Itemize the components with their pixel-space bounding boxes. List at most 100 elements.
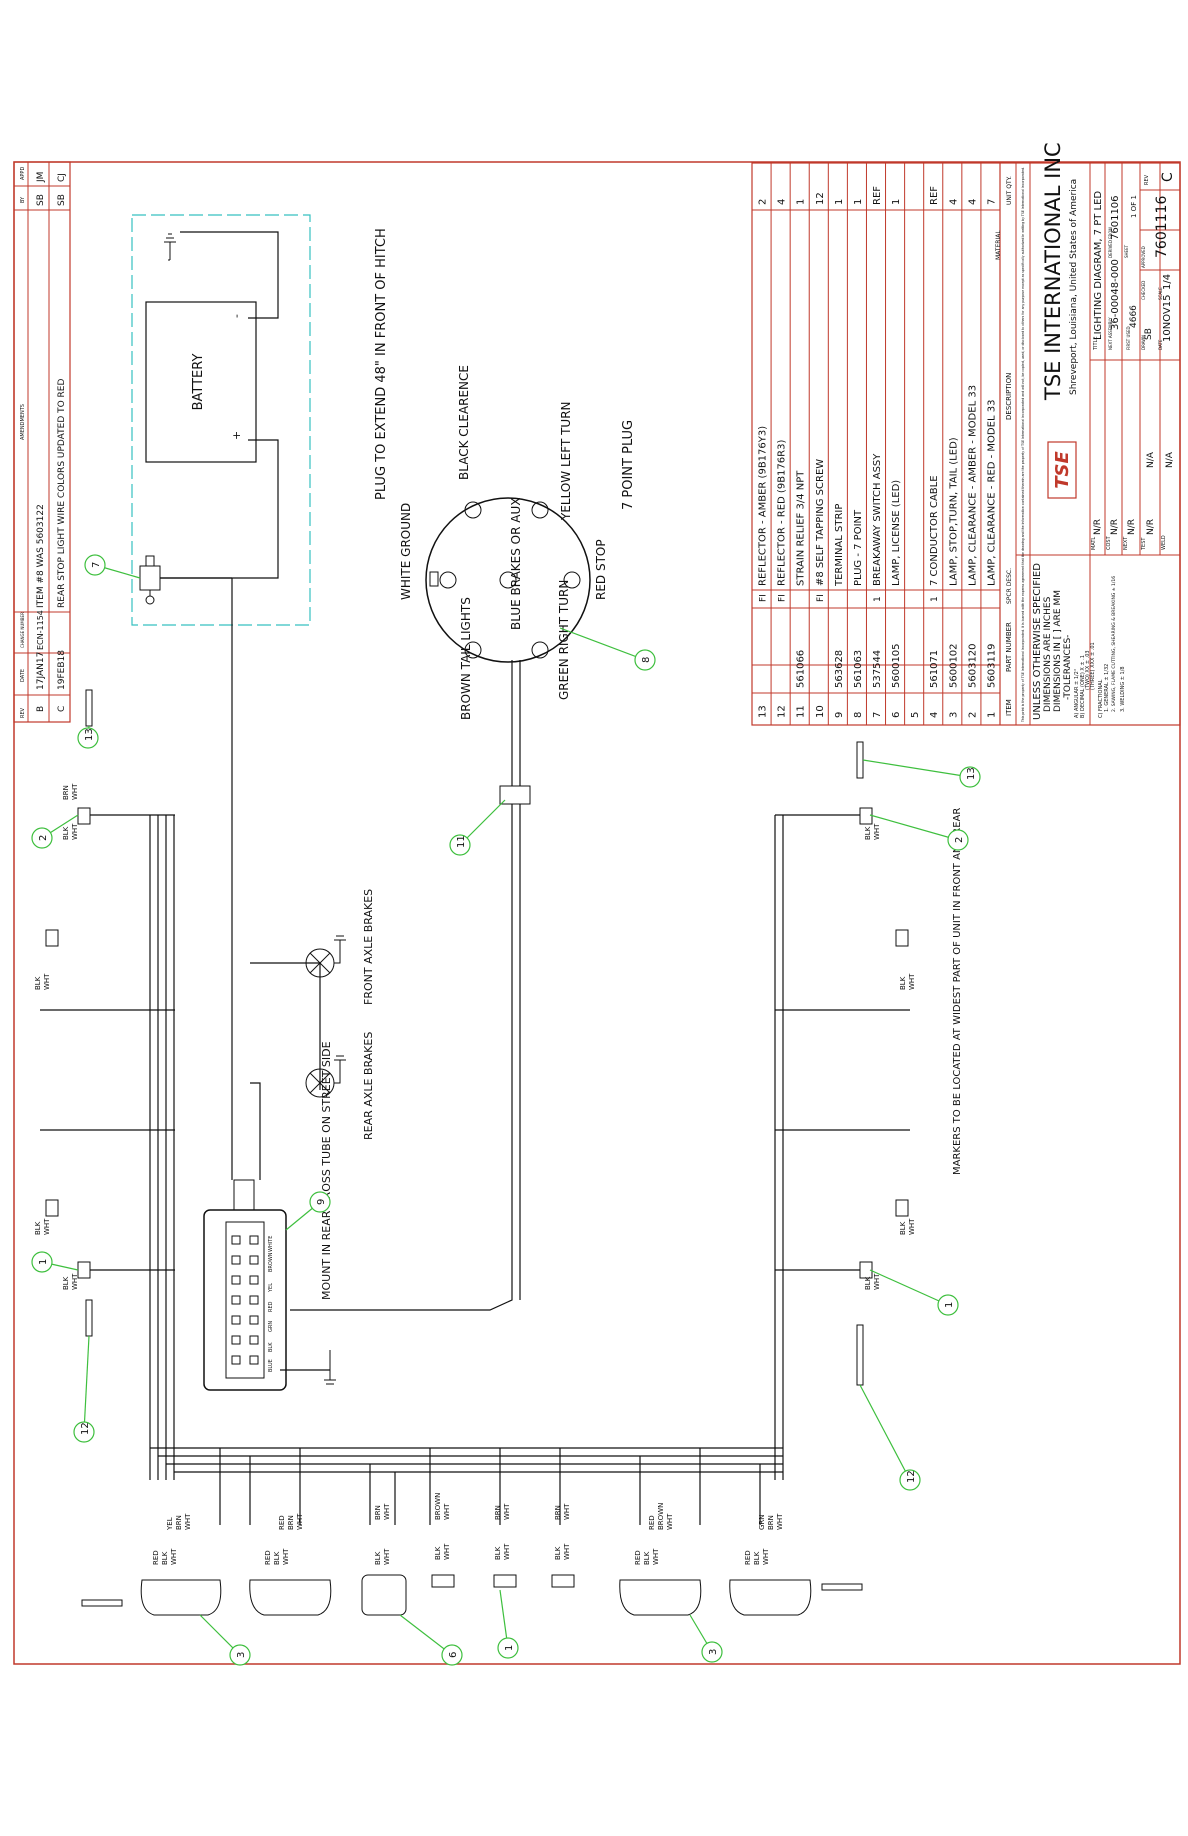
pin-brown-label: BROWN TAIL LIGHTS bbox=[459, 597, 473, 720]
item-balloon-number: 13 bbox=[966, 767, 977, 780]
item-balloon-number: 7 bbox=[91, 562, 102, 568]
bom-qty: 4 bbox=[967, 199, 978, 205]
matl-label: MATL bbox=[1091, 537, 1097, 550]
bom-part-number: 5603119 bbox=[986, 643, 997, 688]
first-used-label: FIRST USED bbox=[1126, 326, 1131, 350]
item-balloon bbox=[634, 649, 656, 671]
terminal-screw bbox=[249, 1275, 259, 1285]
wire-color-label: BROWN bbox=[657, 1503, 665, 1530]
bom-header-desc: DESCRIPTION bbox=[1005, 373, 1013, 420]
terminal-screw bbox=[231, 1335, 241, 1345]
item-balloon bbox=[84, 554, 106, 576]
bom-item-number: 5 bbox=[910, 712, 921, 718]
appd-col-header: APPD bbox=[20, 167, 26, 180]
nr-value-1: N/R bbox=[1093, 519, 1103, 535]
item-balloon bbox=[497, 1637, 519, 1659]
proprietary-note: This print is the property of TSE Intern… bbox=[1021, 167, 1025, 723]
bom-description: 7 CONDUCTOR CABLE bbox=[929, 475, 940, 586]
terminal-screw bbox=[231, 1355, 241, 1365]
bom-qty: 4 bbox=[948, 199, 959, 205]
battery-minus: - bbox=[230, 314, 243, 318]
bom-item-number: 8 bbox=[853, 712, 864, 718]
battery bbox=[145, 301, 257, 463]
sheet-border bbox=[13, 161, 1181, 1665]
bom-description: TERMINAL STRIP bbox=[834, 504, 845, 587]
dwg-number: 7601116 bbox=[1154, 196, 1170, 258]
tolerance-f1: 1. GENERAL ± 1/32 bbox=[1104, 664, 1110, 712]
drawn-label: DRAWN bbox=[1141, 335, 1146, 350]
terminal-label: WHITE bbox=[268, 1236, 274, 1252]
wire-color-label: WHT bbox=[503, 1503, 511, 1520]
item-balloon bbox=[947, 829, 969, 851]
wire-color-label: BLK bbox=[864, 1276, 872, 1290]
stop-turn-tail-lamp-4 bbox=[729, 1579, 812, 1616]
pin-green-label: GREEN RIGHT TURN bbox=[557, 580, 571, 700]
pin-black-label: BLACK CLEARENCE bbox=[457, 365, 471, 480]
wire-color-label: BRN bbox=[287, 1515, 295, 1530]
wire-color-label: BLK bbox=[494, 1546, 502, 1560]
rev-row-b-appd: JM bbox=[36, 172, 46, 183]
item-balloon bbox=[31, 1251, 53, 1273]
tolerance-angular: A) ANGULAR ± 1/2° bbox=[1074, 668, 1080, 718]
stop-turn-tail-lamp-3 bbox=[619, 1579, 702, 1616]
wire-color-label: WHT bbox=[43, 973, 51, 990]
battery-label: BATTERY bbox=[191, 354, 206, 411]
pin-brown bbox=[439, 571, 457, 589]
bom-spcr: 1 bbox=[873, 596, 883, 602]
rev-value: C bbox=[1160, 172, 1176, 182]
item-balloon-number: 3 bbox=[236, 1652, 247, 1658]
bom-qty: 1 bbox=[834, 199, 845, 205]
item-balloon-number: 1 bbox=[504, 1645, 515, 1651]
tolerance-line2: DIMENSIONS ARE INCHES bbox=[1043, 596, 1053, 712]
bom-part-number: 561063 bbox=[853, 650, 864, 688]
nr-value-3: N/R bbox=[1127, 519, 1137, 535]
wire-color-label: YEL bbox=[166, 1517, 174, 1531]
rev-row-c-date: 19FEB18 bbox=[57, 650, 67, 690]
pin-black bbox=[531, 501, 549, 519]
terminal-label: GRN bbox=[268, 1321, 274, 1332]
wire-color-label: WHT bbox=[563, 1543, 571, 1560]
pin-blue-label: BLUE BRAKES OR AUX bbox=[509, 498, 523, 631]
rev-col-header: REV bbox=[20, 707, 26, 718]
tse-logo: TSE bbox=[1047, 441, 1077, 499]
bom-description: LAMP, LICENSE (LED) bbox=[891, 480, 902, 586]
item-balloon bbox=[449, 834, 471, 856]
terminal-label: BLUE bbox=[268, 1359, 274, 1372]
wire-color-label: WHT bbox=[71, 783, 79, 800]
bom-part-number: 5600105 bbox=[891, 643, 902, 688]
derived-from: 7601106 bbox=[1110, 195, 1121, 240]
nr-value-4: N/R bbox=[1146, 519, 1156, 535]
terminal-screw bbox=[249, 1295, 259, 1305]
bom-description: STRAIN RELIEF 3/4 NPT bbox=[796, 470, 807, 586]
bom-item-number: 2 bbox=[967, 712, 978, 718]
bom-item-number: 10 bbox=[815, 705, 826, 718]
rear-brakes-label: REAR AXLE BRAKES bbox=[362, 1032, 375, 1140]
bom-item-number: 9 bbox=[834, 712, 845, 718]
bom-item-number: 6 bbox=[891, 712, 902, 718]
wire-color-label: WHT bbox=[908, 973, 916, 990]
mount-note: MOUNT IN REAR CROSS TUBE ON STREET SIDE bbox=[320, 1041, 333, 1300]
reflector-12-right bbox=[856, 1324, 864, 1386]
wire-color-label: WHT bbox=[652, 1548, 660, 1565]
item-balloon-number: 1 bbox=[38, 1259, 49, 1265]
wire-color-label: RED bbox=[744, 1550, 752, 1565]
wire-color-label: BLK bbox=[34, 1221, 42, 1235]
item-balloon bbox=[77, 727, 99, 749]
bom-header-qty: UNIT QTY. bbox=[1006, 176, 1013, 205]
bom-item-number: 11 bbox=[796, 705, 807, 718]
bom-part-number: 5600102 bbox=[948, 643, 959, 688]
bom-description: LAMP, CLEARANCE - AMBER - MODEL 33 bbox=[967, 385, 978, 586]
pin-white-label: WHITE GROUND bbox=[399, 503, 413, 600]
nr-value-2: N/R bbox=[1110, 519, 1120, 535]
na-value-1: N/A bbox=[1146, 451, 1156, 468]
amend-col-header: AMENDMENTS bbox=[20, 404, 26, 440]
wire-color-label: WHT bbox=[443, 1543, 451, 1560]
bom-qty: REF bbox=[929, 186, 940, 205]
wire-color-label: BLK bbox=[161, 1551, 169, 1565]
item-balloon-number: 2 bbox=[38, 835, 49, 841]
tolerance-heading: UNLESS OTHERWISE SPECIFIED bbox=[1032, 563, 1043, 720]
bom-item-number: 3 bbox=[948, 712, 959, 718]
first-used: 4666 bbox=[1129, 305, 1139, 328]
pin-blue bbox=[499, 571, 517, 589]
